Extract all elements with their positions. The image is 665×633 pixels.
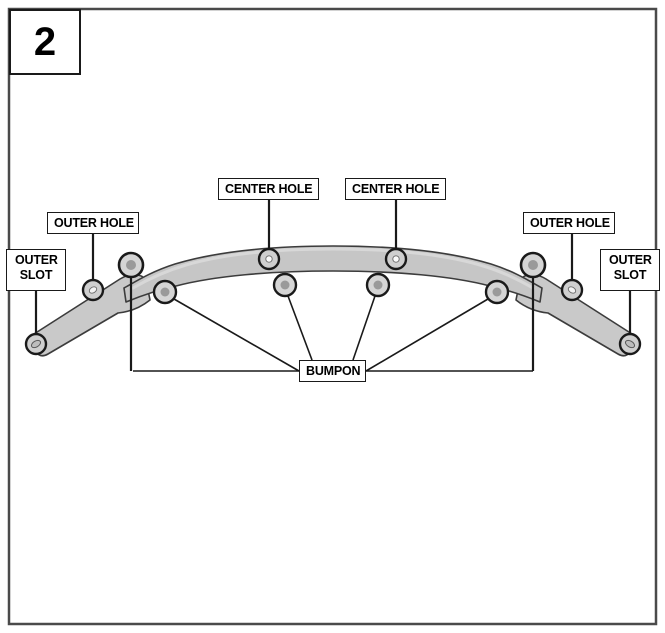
center-hole-right-bore — [392, 255, 400, 263]
bumpon-leaders — [133, 295, 533, 372]
pivot-right-core — [528, 260, 538, 270]
outer-slot-right-bore — [624, 339, 636, 349]
bumpon-leader-4 — [365, 298, 489, 372]
label-line-1: OUTER HOLE — [54, 216, 134, 230]
label-line-2: SLOT — [613, 268, 647, 282]
bumpon-1-core — [160, 287, 170, 297]
pivot-left-core — [126, 260, 136, 270]
bumpon-3-core — [373, 280, 383, 290]
label-line-1: CENTER HOLE — [225, 182, 313, 196]
center-hole-features — [257, 247, 408, 271]
label-outer-hole-left: OUTER HOLE — [47, 212, 139, 234]
bar-highlight — [131, 247, 535, 290]
bumpon-features — [152, 272, 510, 305]
outer-hole-left-bore — [88, 286, 98, 294]
label-line-1: CENTER HOLE — [352, 182, 440, 196]
bar-assembly — [29, 245, 637, 357]
bumpon-2-core — [280, 280, 290, 290]
label-center-hole-right: CENTER HOLE — [345, 178, 446, 200]
step-number: 2 — [33, 19, 57, 64]
label-outer-slot-left: OUTER SLOT — [6, 249, 66, 291]
label-line-1: OUTER — [609, 253, 652, 267]
label-line-2: SLOT — [19, 268, 53, 282]
step-number-box: 2 — [9, 9, 81, 75]
bumpon-leader-3 — [352, 295, 376, 361]
label-bumpon: BUMPON — [299, 360, 366, 382]
label-outer-slot-right: OUTER SLOT — [600, 249, 660, 291]
label-center-hole-left: CENTER HOLE — [218, 178, 319, 200]
bumpon-4-core — [492, 287, 502, 297]
outer-hole-features — [81, 278, 584, 302]
panel-border — [7, 7, 658, 626]
center-hole-left-bore — [265, 255, 273, 263]
label-line-1: BUMPON — [306, 364, 361, 378]
center-bar — [123, 245, 543, 303]
leader-lines — [34, 200, 632, 371]
outer-slot-features — [24, 332, 642, 356]
outer-slot-left-bore — [30, 339, 42, 349]
label-line-1: OUTER HOLE — [530, 216, 610, 230]
label-line-1: OUTER — [15, 253, 58, 267]
pivot-joints — [117, 251, 547, 279]
bumpon-leader-1 — [173, 298, 300, 372]
label-outer-hole-right: OUTER HOLE — [523, 212, 615, 234]
bumpon-leader-2 — [287, 295, 313, 361]
outer-hole-right-bore — [567, 286, 577, 294]
